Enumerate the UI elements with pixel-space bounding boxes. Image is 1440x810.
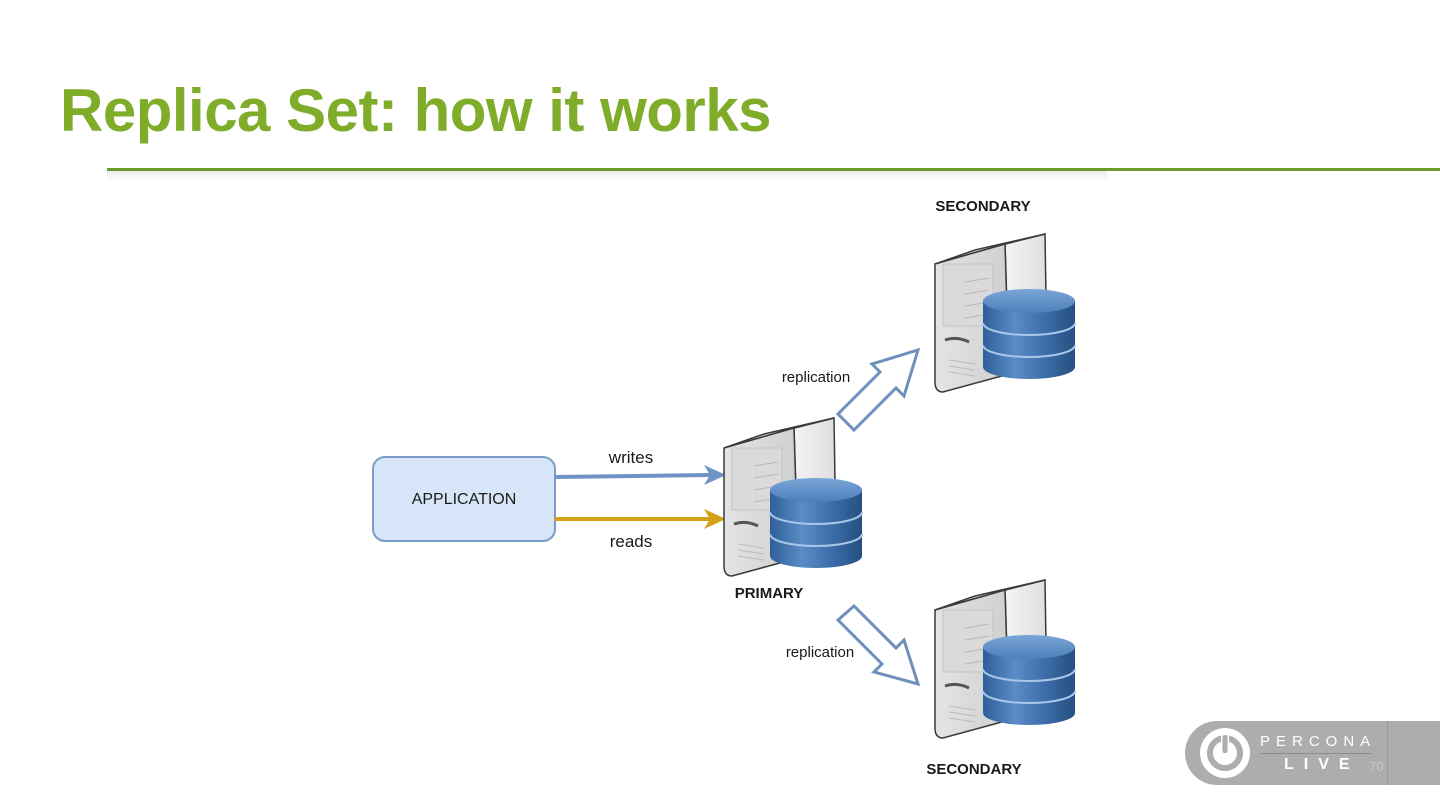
database-icon <box>982 634 1076 726</box>
page-number: 70 <box>1369 759 1384 774</box>
primary-node: PRIMARY <box>722 416 863 602</box>
brand-name: PERCONA <box>1260 733 1377 750</box>
writes-label: writes <box>608 448 653 467</box>
writes-arrow: writes <box>554 448 726 485</box>
primary-label: PRIMARY <box>735 585 804 602</box>
power-icon <box>1200 728 1250 778</box>
database-icon <box>982 288 1076 380</box>
replication-bottom-label: replication <box>786 644 854 661</box>
replication-top-label: replication <box>782 369 850 386</box>
reads-label: reads <box>610 532 653 551</box>
replication-arrow-bottom: replication <box>786 603 921 687</box>
brand-subname: LIVE <box>1284 756 1360 773</box>
application-label: APPLICATION <box>412 491 517 508</box>
title-divider <box>107 168 1440 171</box>
secondary-bottom-label: SECONDARY <box>926 761 1021 778</box>
application-node: APPLICATION <box>372 456 556 542</box>
replication-arrow-top: replication <box>782 347 921 433</box>
database-icon <box>769 477 863 569</box>
reads-arrow: reads <box>555 509 726 551</box>
slide-title: Replica Set: how it works <box>60 77 772 144</box>
application-box <box>372 456 556 542</box>
secondary-top-label: SECONDARY <box>935 198 1030 215</box>
secondary-bottom-node: SECONDARY <box>926 578 1076 778</box>
title-divider-shadow <box>107 171 1107 181</box>
secondary-top-node: SECONDARY <box>933 198 1076 394</box>
footer-page-block <box>1387 721 1440 785</box>
brand-divider <box>1260 753 1372 754</box>
